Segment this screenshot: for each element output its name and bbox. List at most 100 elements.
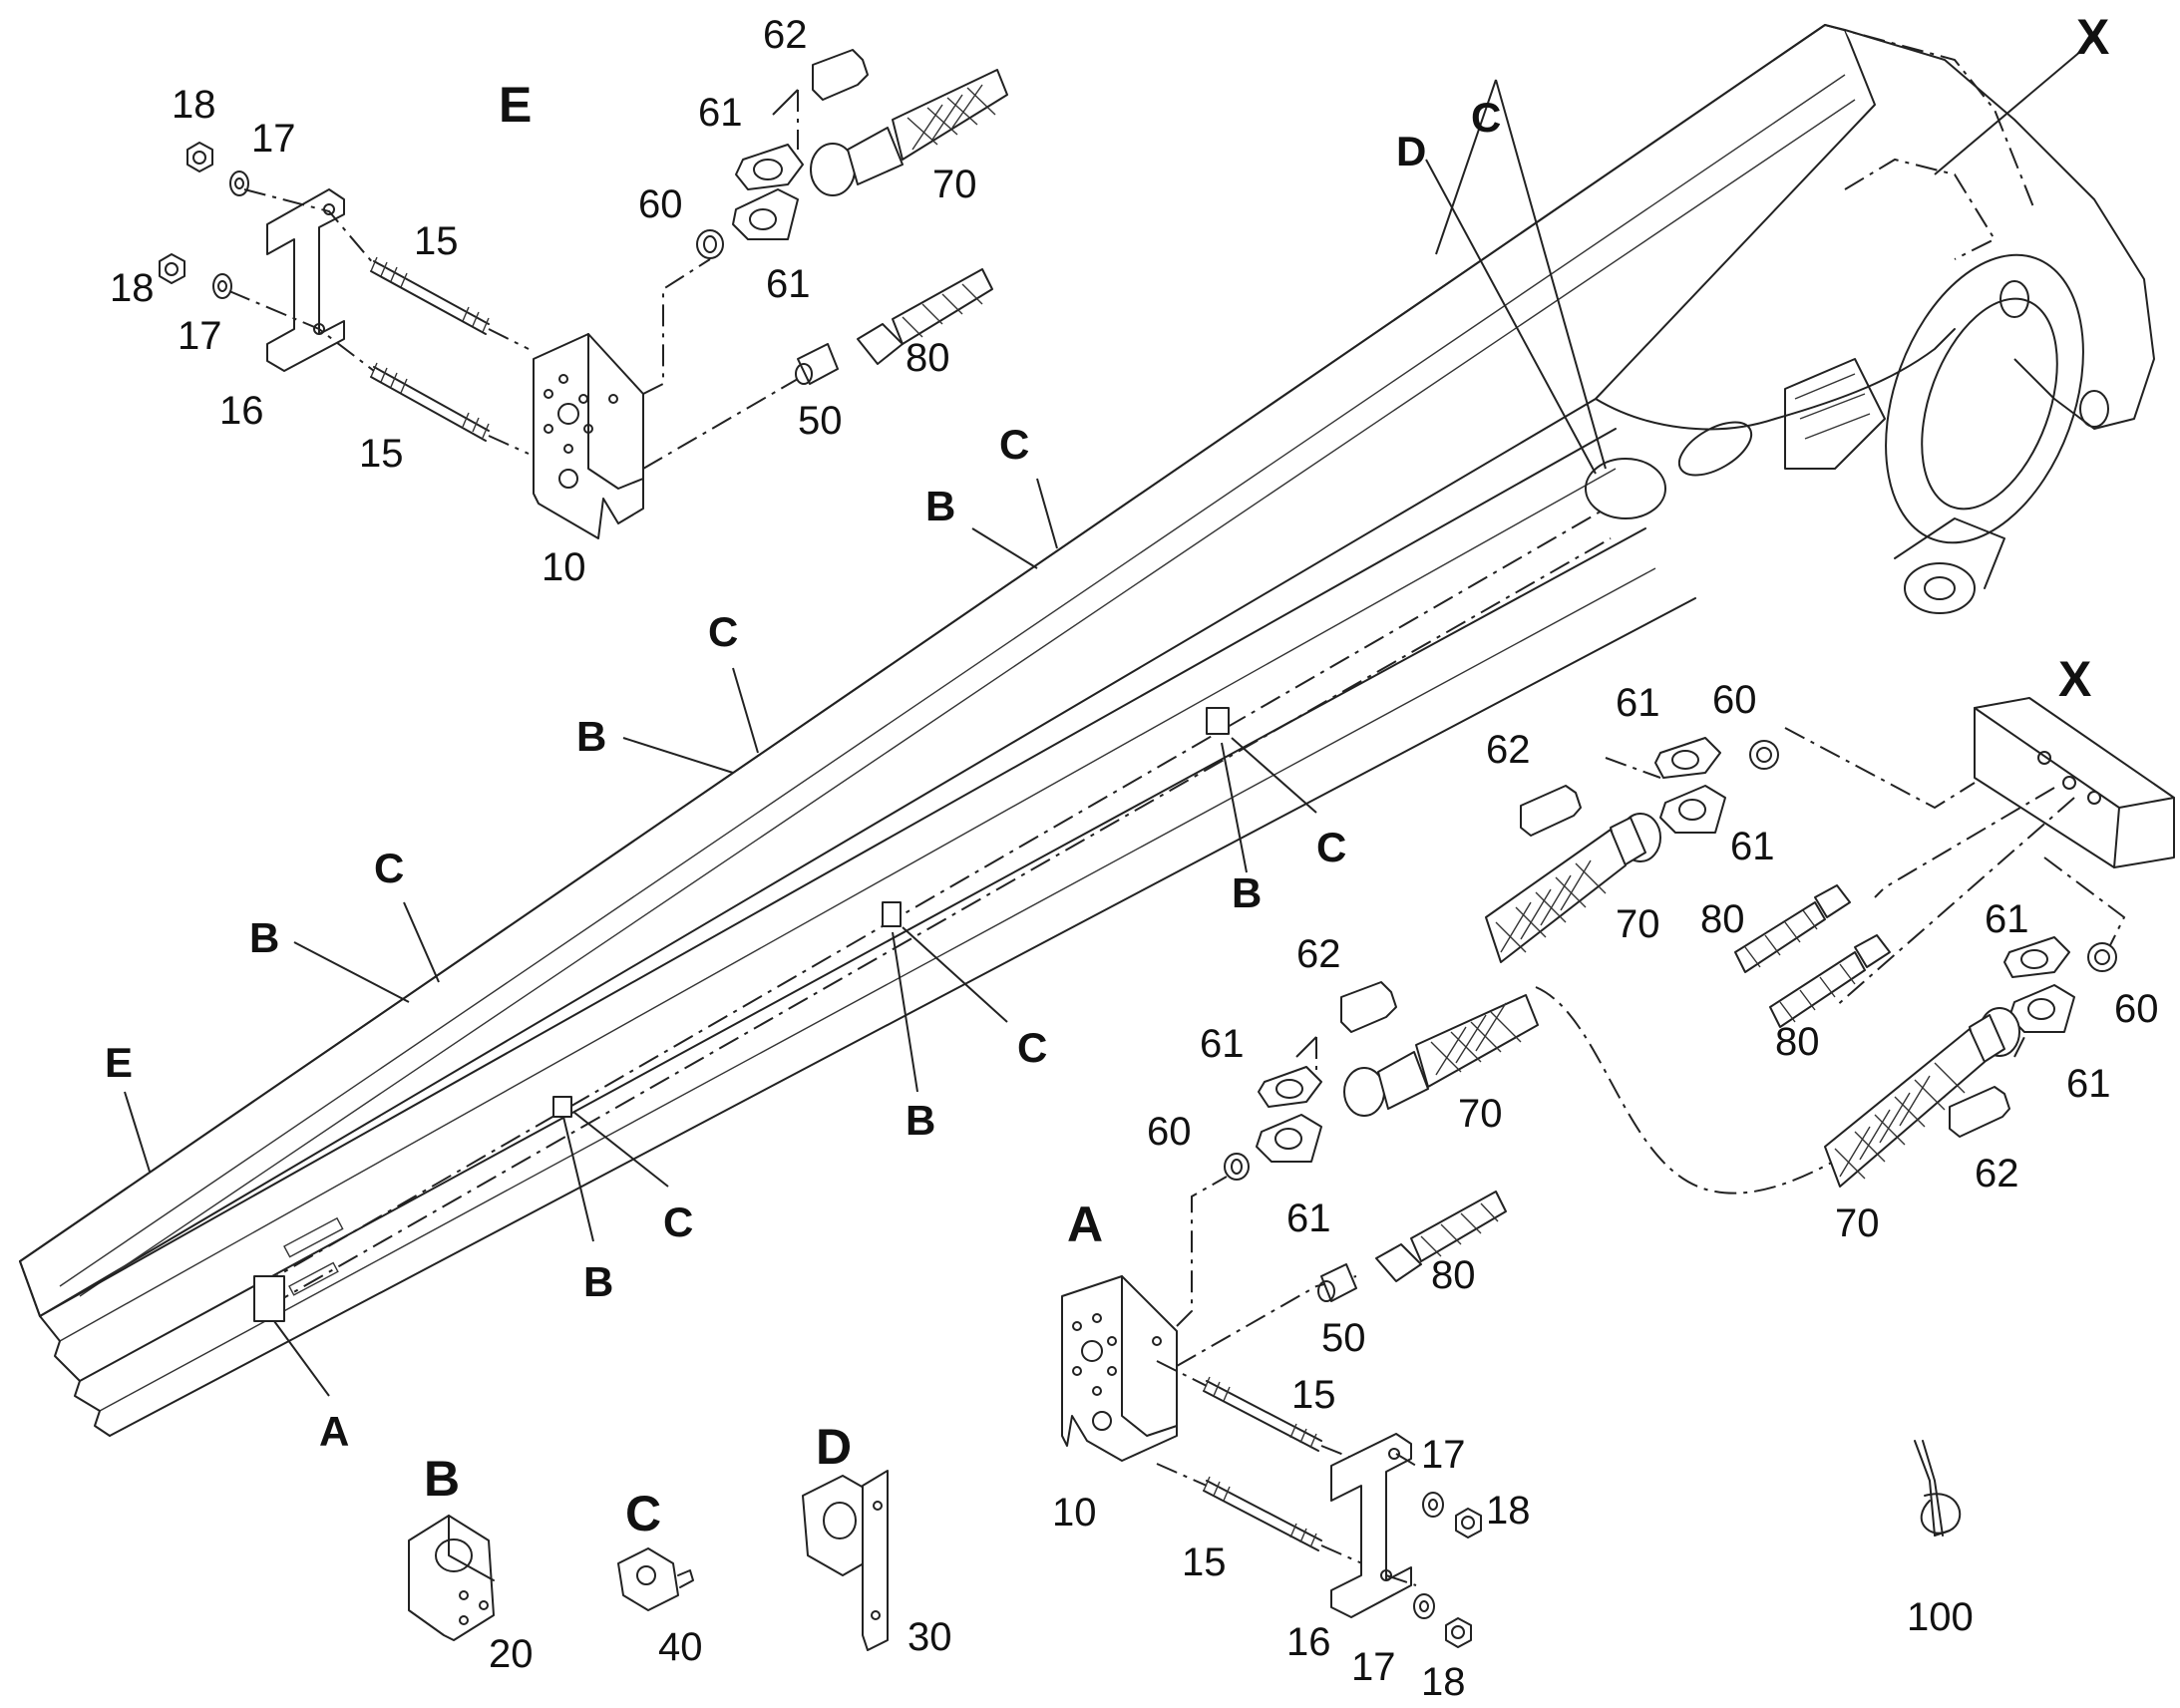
num-X-70-bottom: 70 xyxy=(1835,1201,1880,1245)
clamp-61-A-bottom xyxy=(1256,1114,1322,1163)
plate-16-E-hole-2 xyxy=(313,323,325,335)
axis-X-bolt-bottom xyxy=(2013,1036,2025,1058)
stud-15-E-bottom-body xyxy=(370,366,490,442)
label-boom-C1: C xyxy=(999,421,1029,468)
hose-70-X-bottom-braid xyxy=(1824,1028,1986,1188)
boom-edge-bottom xyxy=(109,597,1696,1437)
num-X-62-top: 62 xyxy=(1486,728,1531,772)
num-E-80: 80 xyxy=(906,336,950,380)
num-A-15-top: 15 xyxy=(1291,1373,1336,1417)
num-A-15-bottom: 15 xyxy=(1182,1540,1227,1584)
label-boom-C4: C xyxy=(1316,824,1346,870)
num-clip-100: 100 xyxy=(1907,1595,1974,1639)
num-A-70: 70 xyxy=(1458,1092,1503,1136)
num-E-60: 60 xyxy=(638,182,683,226)
num-E-16: 16 xyxy=(219,389,264,433)
leader-E xyxy=(124,1091,151,1173)
hose-70-A xyxy=(1343,994,1539,1117)
boom-sleeve-ring xyxy=(1585,458,1666,519)
leader-C5 xyxy=(902,926,1008,1023)
boom-clamps xyxy=(253,707,1230,1322)
leader-B4 xyxy=(1221,742,1248,873)
clamp-61-E-bottom-bore xyxy=(749,208,777,230)
plate-16-E xyxy=(266,188,345,372)
hose-80-A-fitting xyxy=(1375,1243,1422,1282)
axis-X-80-bottom xyxy=(1834,797,2075,1008)
bracket-B-20 xyxy=(408,1515,495,1641)
hose-80-E-fitting xyxy=(857,323,904,365)
num-A-17-bottom: 17 xyxy=(1351,1645,1396,1689)
washer-17-A-top xyxy=(1422,1492,1444,1518)
nut-18-top xyxy=(186,142,213,172)
bracket-C-tab xyxy=(677,1569,694,1588)
detail-A xyxy=(1061,981,1539,1648)
label-boom-C6: C xyxy=(663,1198,693,1245)
hose-80-X-1 xyxy=(1734,884,1851,973)
slew-ring-outer xyxy=(1885,253,2084,544)
hose-70-A-hatch xyxy=(1430,1002,1522,1076)
base-bolt-hole-1 xyxy=(1999,280,2029,318)
num-bracket-40: 40 xyxy=(658,1625,703,1669)
num-E-10: 10 xyxy=(542,545,586,589)
block-10-E-port-2 xyxy=(558,469,578,489)
axis-E-ring xyxy=(642,258,711,395)
boom-line-2 xyxy=(79,99,1856,1297)
axis-E-stud-top xyxy=(488,328,530,350)
num-E-61-top: 61 xyxy=(698,91,743,135)
leader-A xyxy=(273,1320,330,1397)
num-E-17-bottom: 17 xyxy=(178,314,222,358)
num-E-61-bottom: 61 xyxy=(766,262,811,306)
hose-80-E-braid xyxy=(892,268,993,345)
leader-C6 xyxy=(572,1111,669,1188)
hose-70-X-top-hatch xyxy=(1495,859,1607,953)
washer-17-top-hole xyxy=(234,177,244,189)
hose-80-X-1-fitting xyxy=(1814,884,1851,918)
boom-edge-upper xyxy=(19,24,1826,1262)
num-E-15-top: 15 xyxy=(414,219,459,263)
num-X-80-b: 80 xyxy=(1775,1020,1820,1064)
bracket-D-hole-2 xyxy=(871,1610,881,1620)
nut-18-A-top xyxy=(1455,1508,1482,1538)
boom-cylinder-end xyxy=(1677,421,1753,477)
nut-18-bottom-bore xyxy=(165,262,179,276)
boom-base-curve xyxy=(1595,328,1956,431)
num-A-61-top: 61 xyxy=(1200,1022,1245,1066)
bracket-C-body xyxy=(617,1547,679,1611)
hose-70-X-bottom-hatch xyxy=(1834,1062,1966,1180)
washer-17-A-top-hole xyxy=(1428,1499,1438,1511)
block-10-A-edge xyxy=(1121,1275,1178,1437)
num-A-60: 60 xyxy=(1147,1110,1192,1154)
base-bracket-hatch xyxy=(1794,373,1871,440)
num-X-61-bottom-b: 61 xyxy=(2066,1062,2111,1106)
label-X-top: X xyxy=(2076,9,2109,65)
boom-line-3 xyxy=(59,468,1617,1342)
label-boom-B5: B xyxy=(906,1097,935,1144)
clamp-61-E-bottom xyxy=(732,188,799,240)
axis-X-ring-right xyxy=(2043,856,2126,958)
bracket-B-body xyxy=(408,1515,495,1641)
bolt-62-X-bottom xyxy=(1949,1086,2010,1138)
num-E-17-top: 17 xyxy=(251,117,296,161)
label-boom-C-top: C xyxy=(1471,94,1501,141)
pin-100-shank xyxy=(1914,1440,1944,1537)
pin-100-tip xyxy=(1934,1530,1951,1537)
block-10-E-hole-6 xyxy=(563,444,573,454)
manifold-X-hole-2 xyxy=(2062,776,2076,790)
end-block-on-boom xyxy=(253,1275,285,1322)
num-X-60-top: 60 xyxy=(1712,678,1757,722)
axis-A-fitting xyxy=(1176,1275,1357,1367)
label-boom-C5: C xyxy=(1017,1024,1047,1071)
block-10-A-hole-7 xyxy=(1152,1336,1162,1346)
stud-15-A-bottom xyxy=(1203,1476,1322,1551)
hose-70-X-top-braid xyxy=(1485,829,1627,963)
label-boom-A: A xyxy=(319,1408,349,1455)
boom-edge-middle xyxy=(39,428,1617,1317)
clamp-61-A-top-bore xyxy=(1275,1079,1303,1099)
axis-E-top xyxy=(243,188,375,265)
axis-A-washer-top xyxy=(1395,1453,1417,1467)
leader-C-top-b xyxy=(1435,79,1497,255)
stud-15-A-top xyxy=(1203,1376,1322,1452)
block-10-E-hole-7 xyxy=(608,394,618,404)
boom-base-head xyxy=(1844,29,2155,430)
